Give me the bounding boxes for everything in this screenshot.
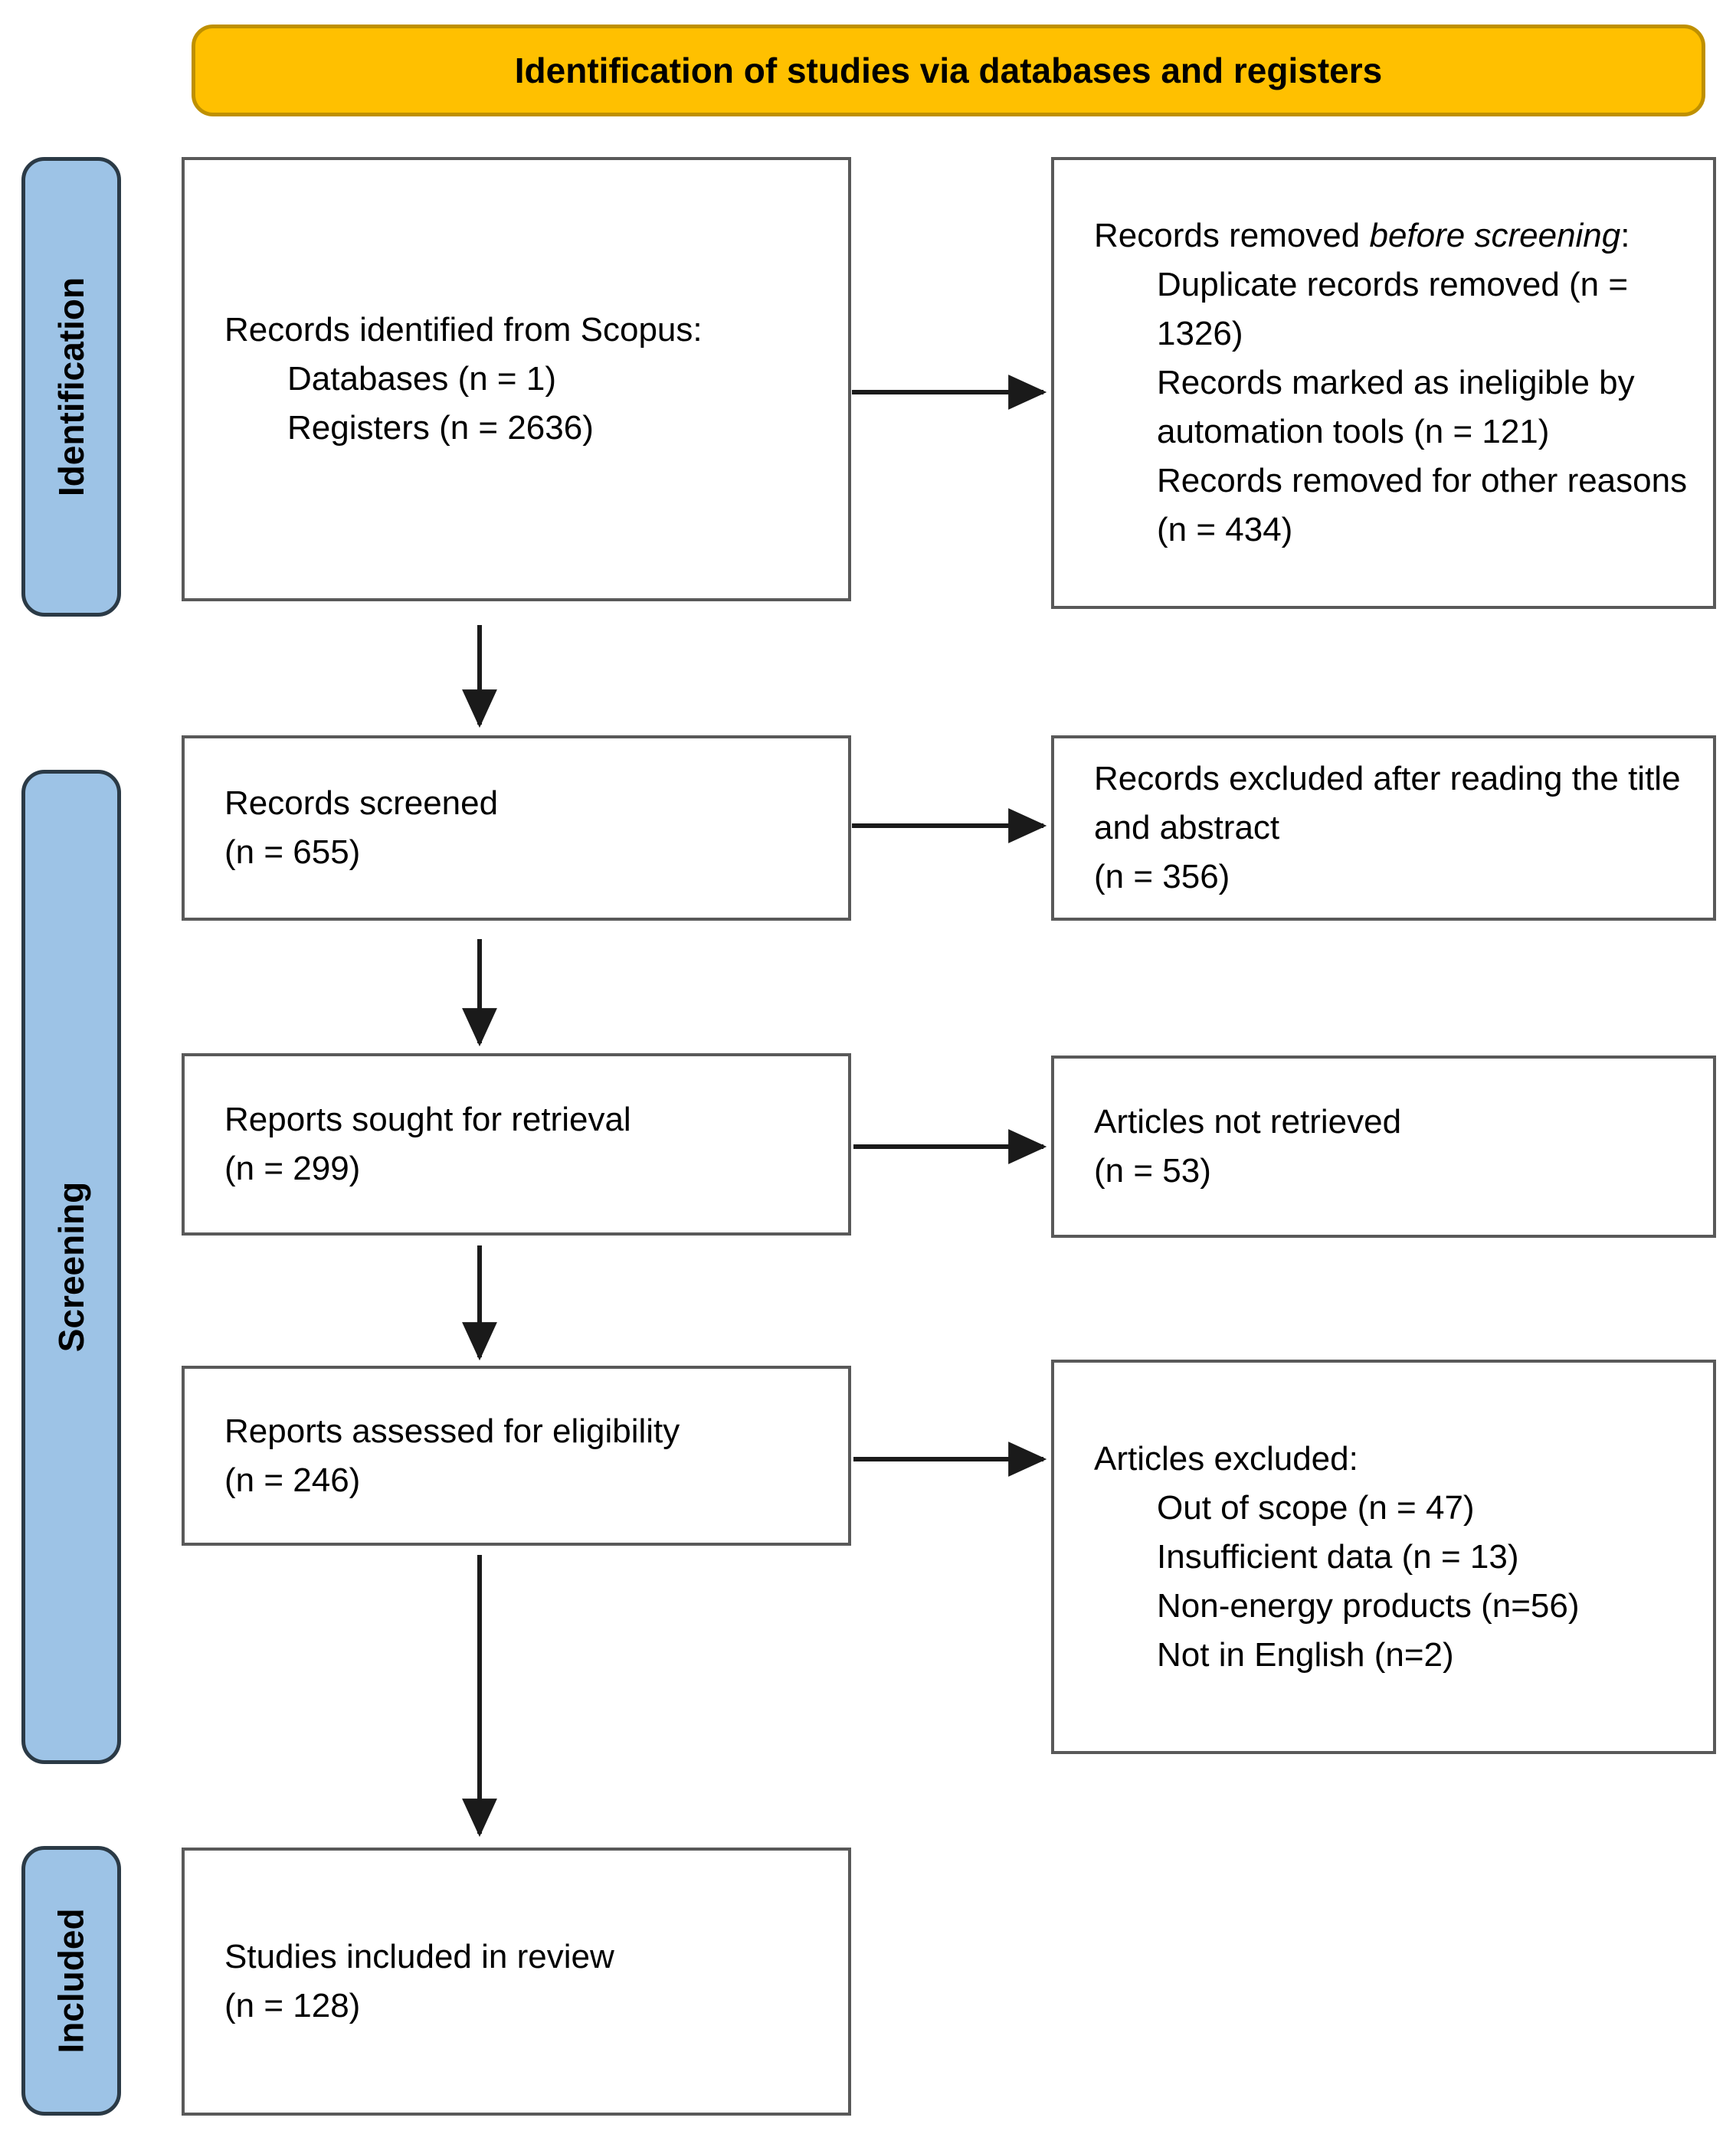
articles-excluded-non-energy: Non-energy products (n=56) <box>1157 1586 1580 1625</box>
box-articles-not-retrieved: Articles not retrieved (n = 53) <box>1051 1056 1716 1238</box>
studies-included-label: Studies included in review <box>224 1938 614 1975</box>
reports-sought-label: Reports sought for retrieval <box>224 1101 631 1138</box>
records-excluded-count: (n = 356) <box>1094 858 1230 895</box>
records-removed-duplicates: Duplicate records removed (n = 1326) <box>1157 266 1629 352</box>
records-identified-databases: Databases (n = 1) <box>287 360 556 398</box>
stage-label-screening-text: Screening <box>51 1181 92 1353</box>
records-removed-title-italic: before screening <box>1369 217 1621 254</box>
stage-label-screening: Screening <box>21 770 121 1764</box>
studies-included-count: (n = 128) <box>224 1987 361 2024</box>
box-reports-sought: Reports sought for retrieval (n = 299) <box>182 1053 851 1236</box>
box-records-removed: Records removed before screening: Duplic… <box>1051 157 1716 609</box>
box-records-identified: Records identified from Scopus: Database… <box>182 157 851 601</box>
box-records-screened: Records screened (n = 655) <box>182 735 851 921</box>
records-removed-title: Records removed before screening: <box>1094 217 1630 254</box>
records-removed-automation: Records marked as ineligible by automati… <box>1157 364 1635 450</box>
articles-excluded-insufficient-data: Insufficient data (n = 13) <box>1157 1537 1519 1576</box>
reports-assessed-count: (n = 246) <box>224 1461 361 1499</box>
articles-excluded-not-english: Not in English (n=2) <box>1157 1635 1454 1674</box>
stage-label-identification-text: Identification <box>51 277 92 497</box>
box-reports-assessed: Reports assessed for eligibility (n = 24… <box>182 1366 851 1546</box>
reports-assessed-label: Reports assessed for eligibility <box>224 1412 680 1450</box>
banner: Identification of studies via databases … <box>192 25 1705 116</box>
stage-label-included: Included <box>21 1846 121 2116</box>
articles-not-retrieved-count: (n = 53) <box>1094 1152 1211 1190</box>
articles-not-retrieved-label: Articles not retrieved <box>1094 1103 1402 1141</box>
records-identified-title: Records identified from Scopus: <box>224 311 703 349</box>
box-articles-excluded: Articles excluded: Out of scope (n = 47)… <box>1051 1360 1716 1754</box>
records-screened-count: (n = 655) <box>224 833 361 871</box>
stage-label-included-text: Included <box>51 1908 91 2054</box>
records-removed-other: Records removed for other reasons (n = 4… <box>1157 462 1688 548</box>
articles-excluded-title: Articles excluded: <box>1094 1439 1358 1478</box>
stage-label-identification: Identification <box>21 157 121 617</box>
records-screened-label: Records screened <box>224 784 499 822</box>
records-identified-registers: Registers (n = 2636) <box>287 409 594 447</box>
box-studies-included: Studies included in review (n = 128) <box>182 1848 851 2116</box>
reports-sought-count: (n = 299) <box>224 1150 361 1187</box>
records-excluded-label: Records excluded after reading the title… <box>1094 760 1681 846</box>
box-records-excluded-title-abstract: Records excluded after reading the title… <box>1051 735 1716 921</box>
banner-title: Identification of studies via databases … <box>514 51 1383 90</box>
articles-excluded-out-of-scope: Out of scope (n = 47) <box>1157 1488 1475 1527</box>
